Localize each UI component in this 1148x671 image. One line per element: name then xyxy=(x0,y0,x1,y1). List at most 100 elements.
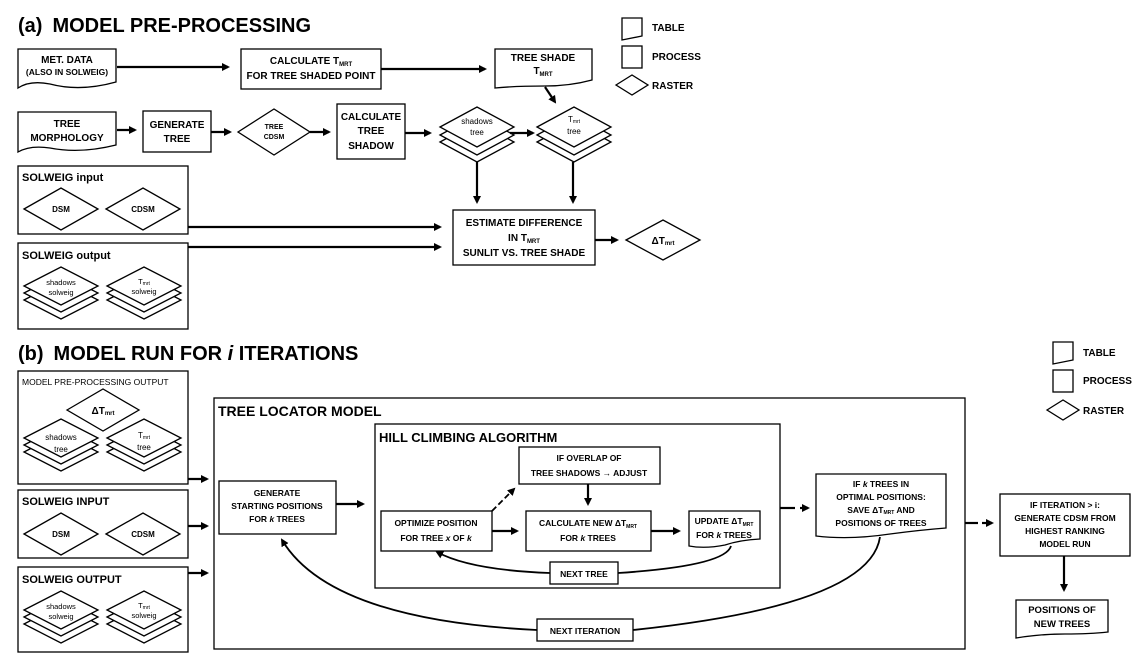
positions-new-trees-table: POSITIONS OF NEW TREES xyxy=(1015,599,1109,639)
tree-shade-tmrt-table: TREE SHADE TMRT xyxy=(494,48,593,89)
svg-text:shadows: shadows xyxy=(46,278,76,287)
svg-text:GENERATE: GENERATE xyxy=(254,488,301,498)
svg-text:SOLWEIG OUTPUT: SOLWEIG OUTPUT xyxy=(22,574,122,586)
process-legend-icon xyxy=(621,45,643,69)
svg-text:HIGHEST RANKING: HIGHEST RANKING xyxy=(1025,526,1105,536)
svg-text:FOR TREE SHADED POINT: FOR TREE SHADED POINT xyxy=(247,71,376,82)
svg-text:SOLWEIG INPUT: SOLWEIG INPUT xyxy=(22,496,110,508)
svg-text:shadows: shadows xyxy=(461,117,493,126)
loop-arrow xyxy=(280,538,538,631)
svg-text:MODEL RUN: MODEL RUN xyxy=(1039,539,1090,549)
svg-text:NEXT ITERATION: NEXT ITERATION xyxy=(550,626,620,636)
optimize-position-process: OPTIMIZE POSITION FOR TREE x OF k xyxy=(380,510,493,552)
raster-legend-icon xyxy=(614,74,650,96)
svg-text:tree: tree xyxy=(470,128,484,137)
svg-text:IF ITERATION > i:: IF ITERATION > i: xyxy=(1030,500,1100,510)
shadows-tree-raster-stack: shadows tree xyxy=(438,106,516,163)
cdsm-raster xyxy=(104,187,182,231)
svg-text:TREE SHADOWS → ADJUST: TREE SHADOWS → ADJUST xyxy=(531,468,648,478)
generate-tree-process: GENERATE TREE xyxy=(142,110,212,153)
svg-text:IN TMRT: IN TMRT xyxy=(508,233,540,245)
svg-text:TREE: TREE xyxy=(164,134,191,145)
svg-text:POSITIONS OF: POSITIONS OF xyxy=(1028,605,1096,616)
svg-text:SUNLIT VS. TREE SHADE: SUNLIT VS. TREE SHADE xyxy=(463,248,586,259)
svg-text:MET. DATA: MET. DATA xyxy=(41,55,93,66)
svg-text:ΔTmrt: ΔTmrt xyxy=(652,236,675,247)
svg-text:SOLWEIG output: SOLWEIG output xyxy=(22,250,111,262)
svg-text:Tmrt: Tmrt xyxy=(138,431,151,441)
loop-line xyxy=(617,545,732,574)
dsm-raster xyxy=(22,512,100,556)
svg-text:POSITIONS OF TREES: POSITIONS OF TREES xyxy=(835,518,926,528)
svg-text:UPDATE ΔTMRT: UPDATE ΔTMRT xyxy=(695,516,754,528)
dsm-raster xyxy=(22,187,100,231)
svg-text:RASTER: RASTER xyxy=(652,81,694,92)
svg-text:PROCESS: PROCESS xyxy=(1083,376,1132,387)
svg-text:CALCULATE NEW ΔTMRT: CALCULATE NEW ΔTMRT xyxy=(539,518,637,530)
svg-text:PROCESS: PROCESS xyxy=(652,52,701,63)
svg-text:TREE LOCATOR MODEL: TREE LOCATOR MODEL xyxy=(218,403,382,419)
svg-text:Tmrt: Tmrt xyxy=(568,115,581,125)
svg-text:IF k TREES IN: IF k TREES IN xyxy=(853,479,909,489)
svg-text:SOLWEIG input: SOLWEIG input xyxy=(22,172,104,184)
svg-text:RASTER: RASTER xyxy=(1083,406,1125,417)
loop-line xyxy=(632,536,881,631)
tree-morphology-table: TREE MORPHOLOGY xyxy=(17,111,117,154)
solweig-input-group-a: SOLWEIG input DSM CDSM xyxy=(17,165,189,235)
section-a-title: (a)MODEL PRE-PROCESSING xyxy=(18,15,311,37)
svg-text:NEXT TREE: NEXT TREE xyxy=(560,569,608,579)
svg-text:shadows: shadows xyxy=(46,602,76,611)
next-iteration-label: NEXT ITERATION xyxy=(536,618,634,642)
pre-processing-output-group: MODEL PRE-PROCESSING OUTPUT ΔTmrt shadow… xyxy=(17,370,189,485)
legend-a: TABLE PROCESS RASTER xyxy=(614,17,701,96)
svg-text:TREE: TREE xyxy=(358,126,385,137)
calculate-tree-shadow-process: CALCULATE TREE SHADOW xyxy=(336,103,406,160)
cdsm-raster xyxy=(104,512,182,556)
optimal-positions-table: IF k TREES IN OPTIMAL POSITIONS: SAVE ΔT… xyxy=(815,473,947,539)
table-legend-icon xyxy=(621,17,643,41)
update-delta-table: UPDATE ΔTMRT FOR k TREES xyxy=(688,510,761,548)
svg-text:CALCULATE TMRT: CALCULATE TMRT xyxy=(270,56,353,68)
svg-text:STARTING POSITIONS: STARTING POSITIONS xyxy=(231,501,323,511)
svg-text:DSM: DSM xyxy=(52,530,70,539)
svg-text:HILL CLIMBING ALGORITHM: HILL CLIMBING ALGORITHM xyxy=(379,430,557,445)
svg-text:OPTIMIZE POSITION: OPTIMIZE POSITION xyxy=(394,518,477,528)
delta-tmrt-raster-a: ΔTmrt xyxy=(624,219,702,261)
svg-text:TMRT: TMRT xyxy=(533,66,552,78)
solweig-output-group-b: SOLWEIG OUTPUT shadows solweig Tmrt solw… xyxy=(17,566,189,653)
calculate-new-delta-process: CALCULATE NEW ΔTMRT FOR k TREES xyxy=(525,510,652,552)
svg-text:CALCULATE: CALCULATE xyxy=(341,112,402,123)
svg-text:GENERATE: GENERATE xyxy=(150,120,205,131)
loop-arrow xyxy=(435,551,551,574)
svg-text:NEW TREES: NEW TREES xyxy=(1034,619,1090,630)
svg-text:Tmrt: Tmrt xyxy=(138,601,150,611)
svg-text:tree: tree xyxy=(137,443,151,452)
process-legend-icon xyxy=(1052,369,1074,393)
svg-text:MORPHOLOGY: MORPHOLOGY xyxy=(30,133,104,144)
svg-text:solweig: solweig xyxy=(48,288,73,297)
svg-text:CDSM: CDSM xyxy=(131,530,155,539)
legend-b: TABLE PROCESS RASTER xyxy=(1045,341,1132,421)
dashed-arrow xyxy=(491,487,516,512)
svg-text:CDSM: CDSM xyxy=(264,134,285,141)
svg-text:MODEL PRE-PROCESSING OUTPUT: MODEL PRE-PROCESSING OUTPUT xyxy=(22,377,169,387)
svg-text:FOR TREE x OF k: FOR TREE x OF k xyxy=(400,533,473,543)
svg-text:GENERATE CDSM FROM: GENERATE CDSM FROM xyxy=(1014,513,1115,523)
svg-text:solweig: solweig xyxy=(48,612,73,621)
svg-text:FOR k TREES: FOR k TREES xyxy=(249,514,305,524)
svg-text:SAVE ΔTMRT AND: SAVE ΔTMRT AND xyxy=(847,505,915,516)
met-data-table: MET. DATA (ALSO IN SOLWEIG) xyxy=(17,48,117,90)
svg-text:solweig: solweig xyxy=(131,611,156,620)
svg-text:FOR k TREES: FOR k TREES xyxy=(696,530,752,540)
raster-legend-icon xyxy=(1045,399,1081,421)
svg-text:TREE SHADE: TREE SHADE xyxy=(511,53,576,64)
if-overlap-process: IF OVERLAP OF TREE SHADOWS → ADJUST xyxy=(518,446,661,485)
estimate-difference-process: ESTIMATE DIFFERENCE IN TMRT SUNLIT VS. T… xyxy=(452,209,596,266)
svg-text:TREE: TREE xyxy=(54,119,81,130)
svg-text:DSM: DSM xyxy=(52,205,70,214)
svg-text:IF OVERLAP OF: IF OVERLAP OF xyxy=(556,453,621,463)
svg-text:solweig: solweig xyxy=(131,287,156,296)
next-tree-label: NEXT TREE xyxy=(549,561,619,585)
tree-cdsm-raster: TREE CDSM xyxy=(236,108,312,156)
